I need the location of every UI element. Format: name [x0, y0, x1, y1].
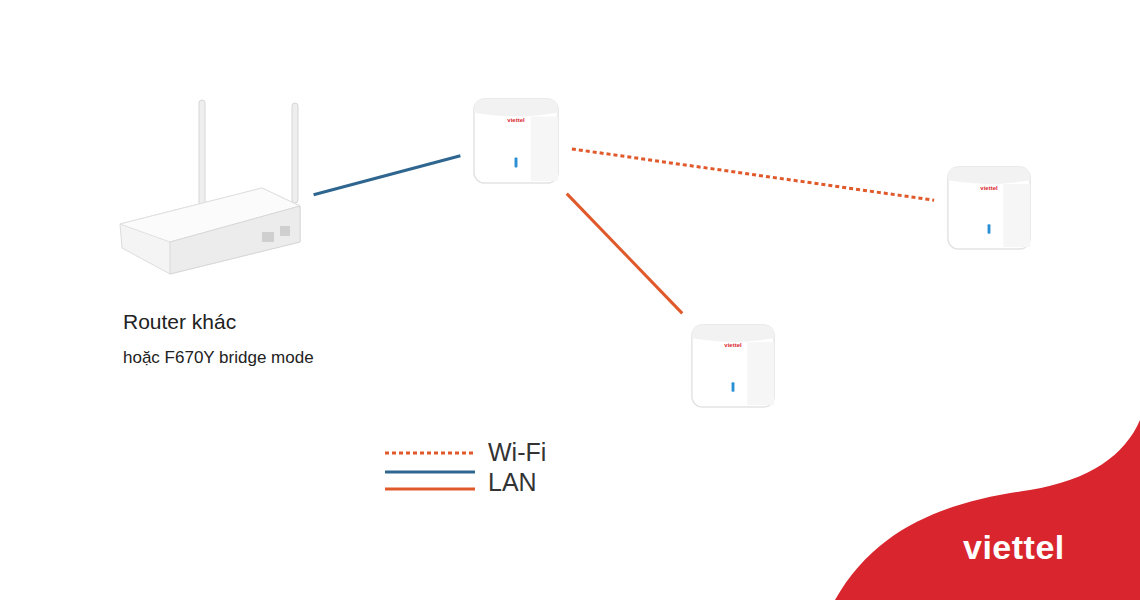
lan-sample [385, 488, 475, 491]
mesh-node: viettel [690, 322, 776, 410]
lan-cable [314, 156, 461, 195]
brand-logo: viettel [963, 530, 1065, 564]
logo-text: viettel [690, 342, 776, 348]
lan-sample [385, 471, 475, 474]
brand-corner [835, 420, 1140, 600]
legend-label: LAN [488, 470, 537, 495]
mesh-unit [948, 167, 1030, 249]
device-note: hoặc F670Y bridge mode [123, 348, 314, 368]
logo-text: viettel [472, 117, 560, 123]
wifi-sample [385, 452, 475, 455]
logo-text: viettel [946, 185, 1032, 191]
lan-cable [567, 194, 682, 314]
router-illustration [120, 100, 300, 274]
mesh-node: viettel [472, 97, 560, 185]
legend-label: Wi-Fi [488, 440, 546, 465]
router-node: Router kháchoặc F670Y bridge mode [120, 172, 302, 272]
mesh-node: viettel [946, 165, 1032, 251]
device-name: Router khác [123, 310, 314, 334]
wifi-link [572, 149, 934, 200]
mesh-unit [474, 99, 558, 183]
mesh-unit [692, 325, 774, 407]
label-group: Router khác hoặc F670Y bridge mode [123, 310, 314, 368]
